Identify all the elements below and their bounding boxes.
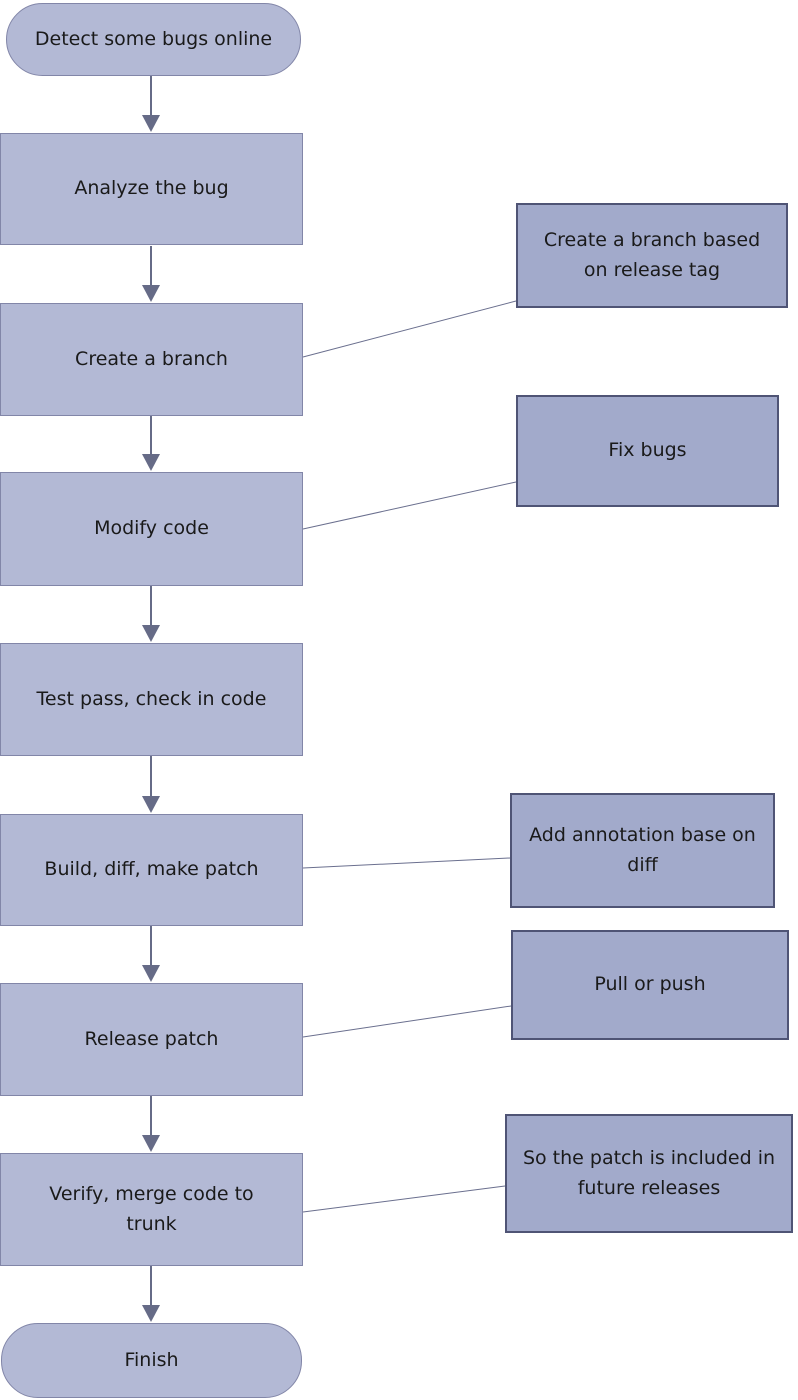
- node-label: Create a branch: [75, 347, 228, 370]
- annotation-box-create-branch-based-on-release-tag: Create a branch based on release tag: [516, 203, 788, 308]
- flow-node-release-patch: Release patch: [0, 983, 303, 1096]
- annotation-connector-line: [302, 1005, 512, 1038]
- node-label: Modify code: [94, 517, 209, 540]
- annotation-connector-line: [302, 1185, 506, 1213]
- flow-arrow: [142, 1096, 160, 1152]
- node-label: Build, diff, make patch: [44, 858, 259, 881]
- flow-arrow: [142, 926, 160, 982]
- flow-node-start: Detect some bugs online: [6, 3, 301, 76]
- flow-arrow: [142, 1266, 160, 1322]
- flow-arrow: [142, 246, 160, 302]
- annotation-box-add-annotation-base-on-diff: Add annotation base on diff: [510, 793, 775, 908]
- annotation-box-fix-bugs: Fix bugs: [516, 395, 779, 507]
- annotation-label: Create a branch based on release tag: [543, 229, 761, 281]
- flow-node-analyze-the-bug: Analyze the bug: [0, 133, 303, 245]
- annotation-label: Pull or push: [594, 973, 706, 996]
- annotation-connector-line: [302, 857, 511, 869]
- node-label: Test pass, check in code: [36, 687, 267, 710]
- flow-arrow: [142, 586, 160, 642]
- annotation-label: Add annotation base on diff: [529, 824, 756, 876]
- annotation-box-patch-included-in-future-releases: So the patch is included in future relea…: [505, 1114, 793, 1233]
- flow-arrow: [142, 76, 160, 132]
- node-label: Verify, merge code to trunk: [49, 1183, 254, 1235]
- flow-arrow: [142, 756, 160, 813]
- node-label: Release patch: [84, 1027, 219, 1050]
- flow-node-modify-code: Modify code: [0, 472, 303, 586]
- flow-node-verify-merge-code-to-trunk: Verify, merge code to trunk: [0, 1153, 303, 1266]
- annotation-label: So the patch is included in future relea…: [522, 1147, 776, 1199]
- flow-node-create-a-branch: Create a branch: [0, 303, 303, 416]
- flow-node-build-diff-make-patch: Build, diff, make patch: [0, 814, 303, 926]
- node-label: Analyze the bug: [74, 177, 229, 200]
- flow-arrow: [142, 416, 160, 471]
- flow-node-test-pass-check-in-code: Test pass, check in code: [0, 643, 303, 756]
- annotation-connector-line: [302, 300, 517, 358]
- flow-node-finish: Finish: [1, 1323, 302, 1398]
- annotation-connector-line: [302, 481, 517, 530]
- node-label: Detect some bugs online: [34, 27, 273, 50]
- annotation-box-pull-or-push: Pull or push: [511, 930, 789, 1040]
- annotation-label: Fix bugs: [608, 439, 687, 462]
- node-label: Finish: [124, 1348, 179, 1371]
